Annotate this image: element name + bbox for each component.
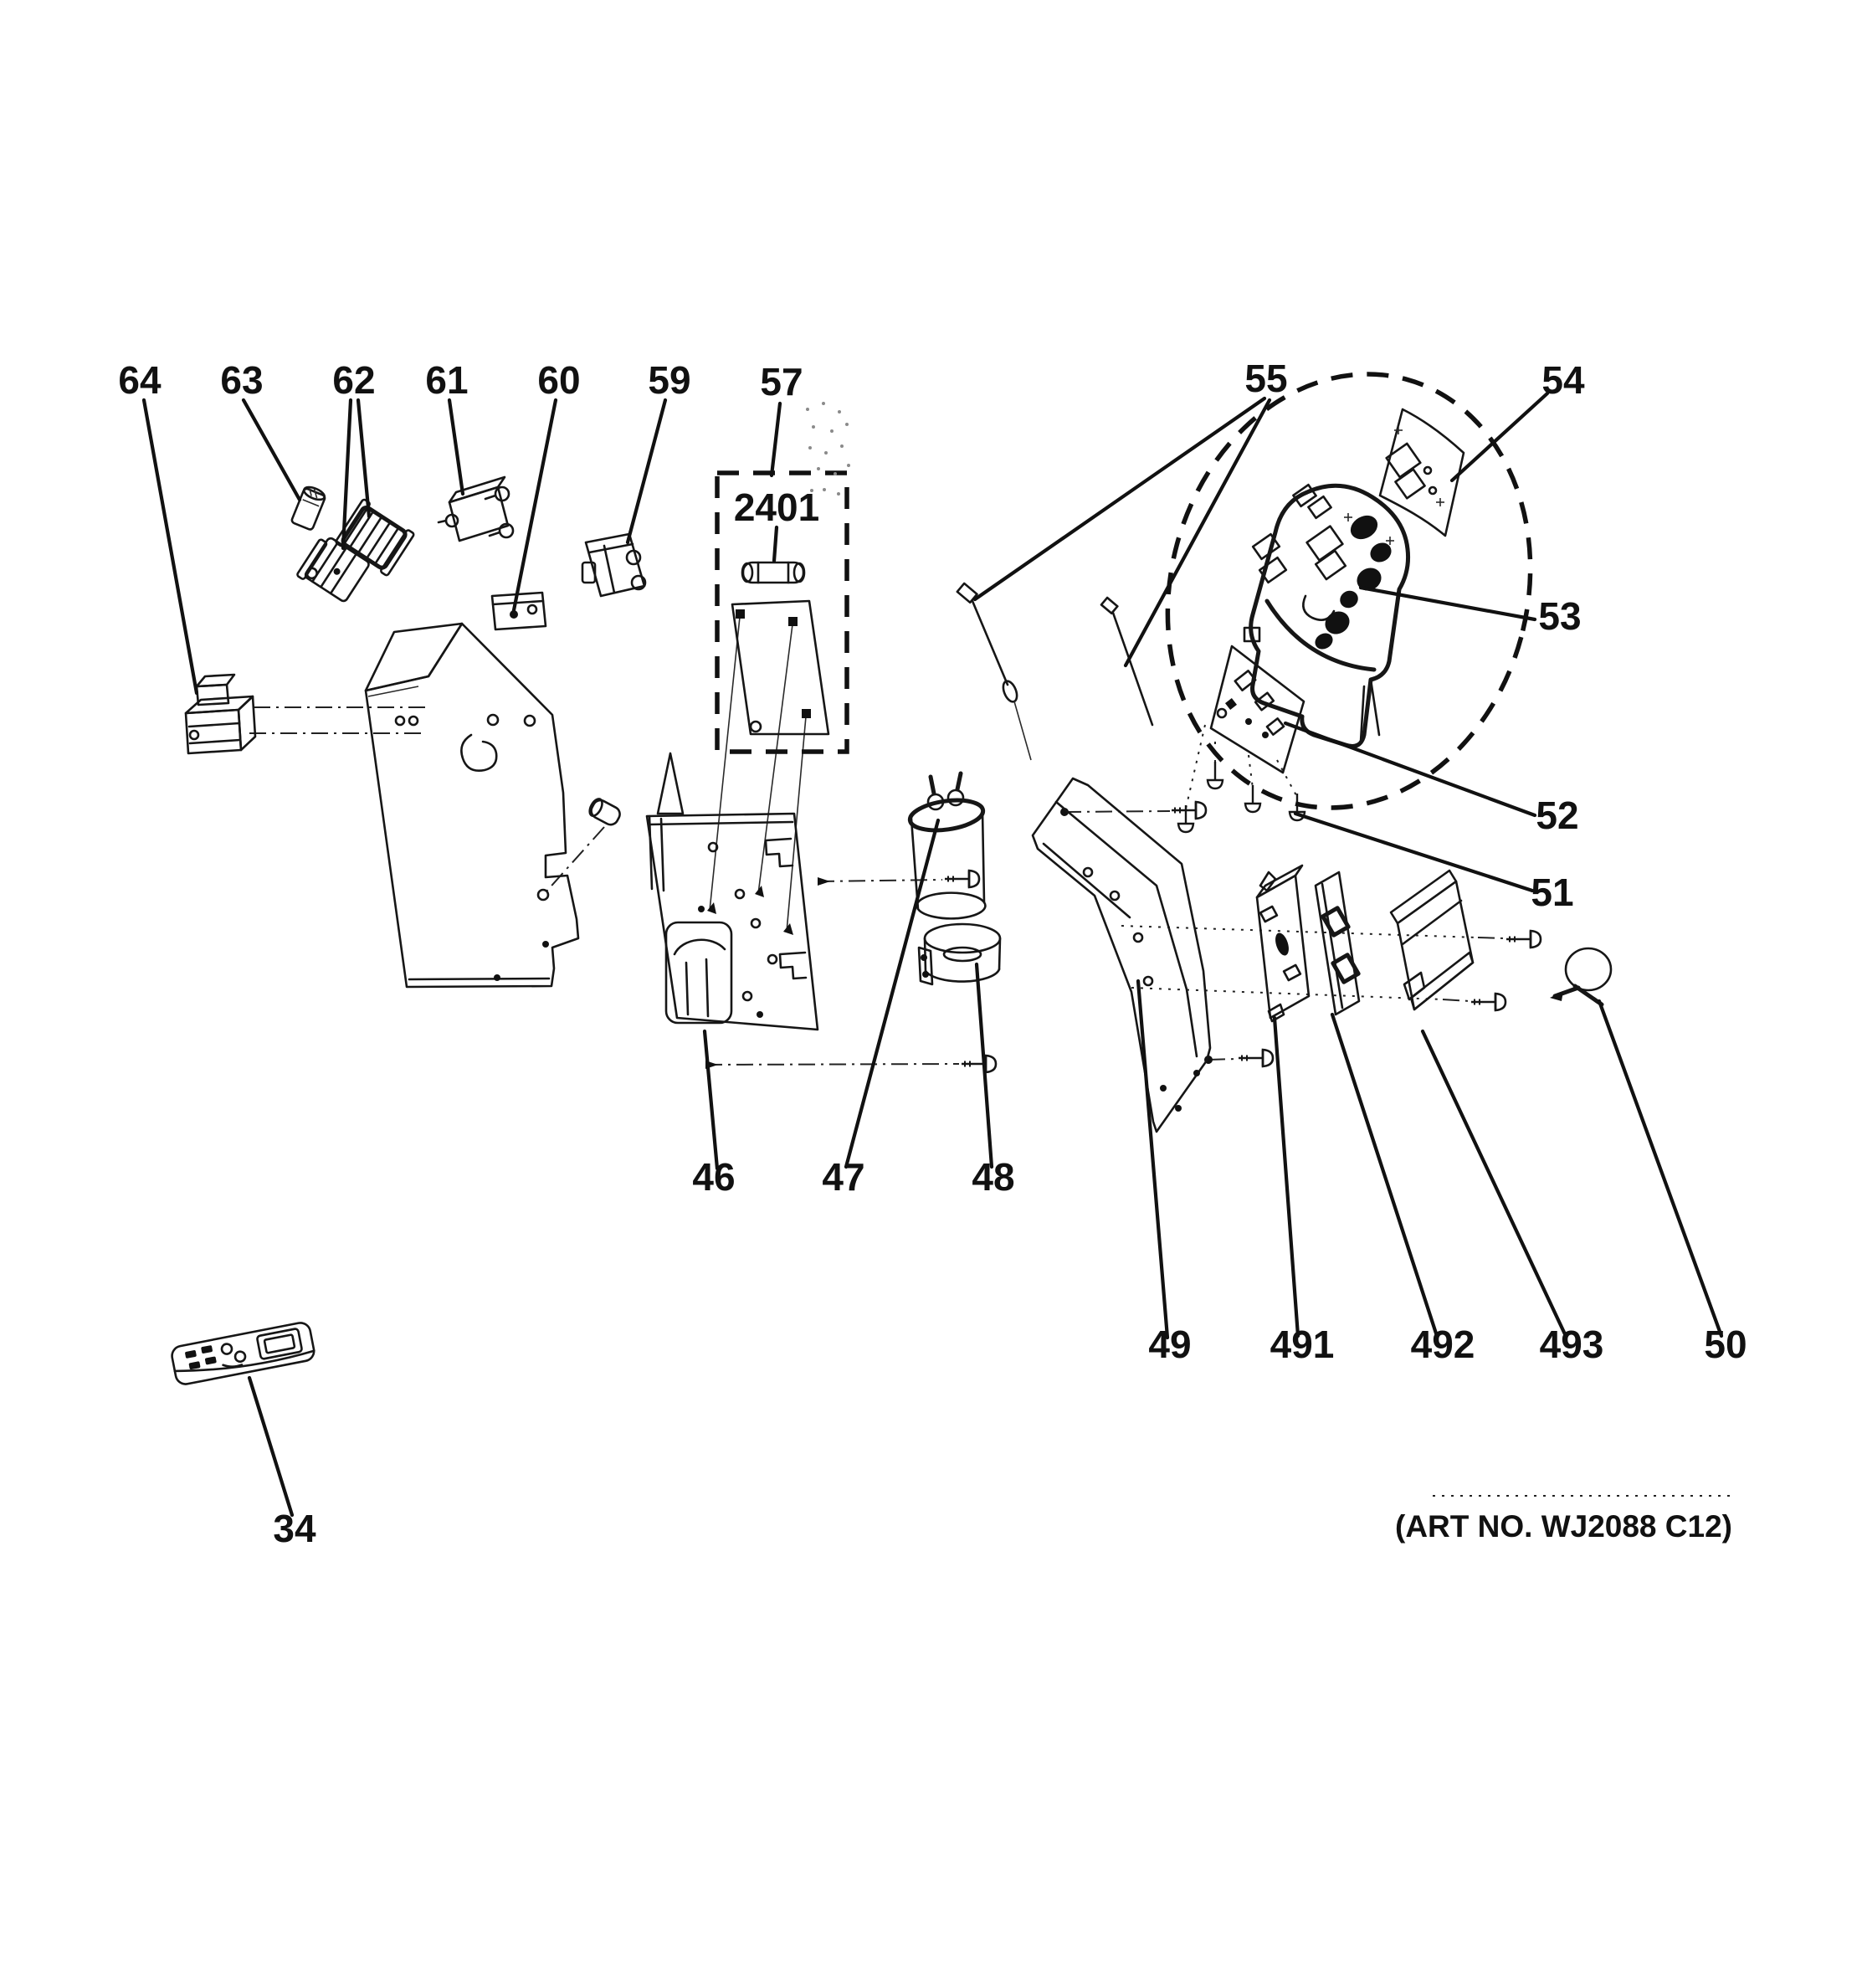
part-2401-fuse xyxy=(741,561,806,584)
part-47-capacitor xyxy=(907,771,987,920)
callout-53: 53 xyxy=(1538,594,1581,638)
callout-leader-lines xyxy=(141,391,1724,1518)
art-number-text: (ART NO. WJ2088 C12) xyxy=(1395,1509,1732,1544)
part-492-terminal-plate xyxy=(1314,871,1361,1016)
callout-50: 50 xyxy=(1704,1323,1747,1366)
align-line-screw2 xyxy=(705,1063,960,1066)
part-50-wire-tie xyxy=(1550,947,1613,1007)
callout-labels: 64 63 62 61 60 59 57 2401 55 54 53 52 51… xyxy=(118,357,1747,1550)
part-60-bracket-box xyxy=(490,591,547,631)
part-46-control-bracket xyxy=(645,752,819,1031)
part-34-remote-control xyxy=(171,1322,315,1385)
part-55-thermistor-a xyxy=(956,582,1032,761)
align-line-screw3 xyxy=(1064,810,1171,813)
callout-47: 47 xyxy=(822,1155,864,1199)
callout-62: 62 xyxy=(332,358,375,402)
fuse-kit-dashed-box xyxy=(715,470,849,754)
screw xyxy=(1206,760,1224,790)
callout-57: 57 xyxy=(760,360,803,403)
callout-493: 493 xyxy=(1540,1323,1604,1366)
part-491-terminal-block xyxy=(1255,864,1311,1023)
part-54-membrane-label xyxy=(1378,408,1465,537)
screw xyxy=(1505,929,1542,949)
pcb-screw-line xyxy=(1276,759,1298,798)
callout-49: 49 xyxy=(1148,1323,1191,1366)
arrowhead xyxy=(818,877,830,886)
align-line-pin xyxy=(545,826,605,893)
art-number-block: (ART NO. WJ2088 C12) xyxy=(1395,1495,1734,1544)
part-59-switch xyxy=(581,532,647,598)
part-64-transformer xyxy=(184,673,257,755)
part-48-capacitor-clamp xyxy=(917,922,1002,986)
callout-61: 61 xyxy=(425,358,468,402)
pcb-screw-line xyxy=(1185,724,1206,809)
callout-64: 64 xyxy=(118,358,162,402)
part-57-insulation-sheet xyxy=(731,599,830,736)
callout-63: 63 xyxy=(220,358,263,402)
callout-55: 55 xyxy=(1244,357,1287,400)
align-line-cord-bottom xyxy=(1131,987,1444,1000)
part-control-box-cover xyxy=(364,622,580,989)
screw xyxy=(1470,992,1507,1012)
part-63-capacitor xyxy=(290,485,326,531)
callout-2401: 2401 xyxy=(734,485,819,529)
screw xyxy=(1244,783,1262,814)
arrowhead xyxy=(707,902,716,914)
part-55-thermistor-b xyxy=(1100,596,1154,727)
assembly-construction-lines xyxy=(249,616,1542,1074)
callout-48: 48 xyxy=(972,1155,1014,1199)
control-panel-dashed-boundary xyxy=(1165,372,1533,810)
align-line-screw5 xyxy=(1208,1058,1238,1061)
align-line-cord-top2 xyxy=(1477,937,1506,939)
screw xyxy=(1170,800,1208,820)
callout-492: 492 xyxy=(1411,1323,1475,1366)
screw xyxy=(960,1054,998,1074)
callout-46: 46 xyxy=(692,1155,735,1199)
screw xyxy=(1237,1048,1275,1068)
part-62-coil-upper xyxy=(335,498,415,577)
callout-491: 491 xyxy=(1270,1323,1335,1366)
align-line-cord-bottom2 xyxy=(1442,999,1470,1002)
halftone-speckles xyxy=(806,402,850,496)
callout-51: 51 xyxy=(1531,871,1573,914)
part-61-relay xyxy=(437,475,515,542)
callout-60: 60 xyxy=(537,358,580,402)
sheet-mount-line xyxy=(757,624,793,895)
part-62-coil-lower xyxy=(296,537,370,603)
part-49-cover-bracket xyxy=(1031,777,1212,1133)
part-53-control-panel xyxy=(1249,483,1410,748)
callout-54: 54 xyxy=(1541,358,1585,402)
sheet-mount-line xyxy=(709,616,741,912)
part-pin-bushing xyxy=(588,798,621,826)
callout-52: 52 xyxy=(1536,794,1578,837)
callout-59: 59 xyxy=(648,358,690,402)
pcb-screw-line xyxy=(1248,754,1254,789)
callout-34: 34 xyxy=(273,1507,316,1550)
screw xyxy=(943,869,981,889)
arrowhead xyxy=(783,923,793,935)
part-493-cord-cover xyxy=(1389,869,1475,1011)
arrowhead xyxy=(755,886,764,897)
